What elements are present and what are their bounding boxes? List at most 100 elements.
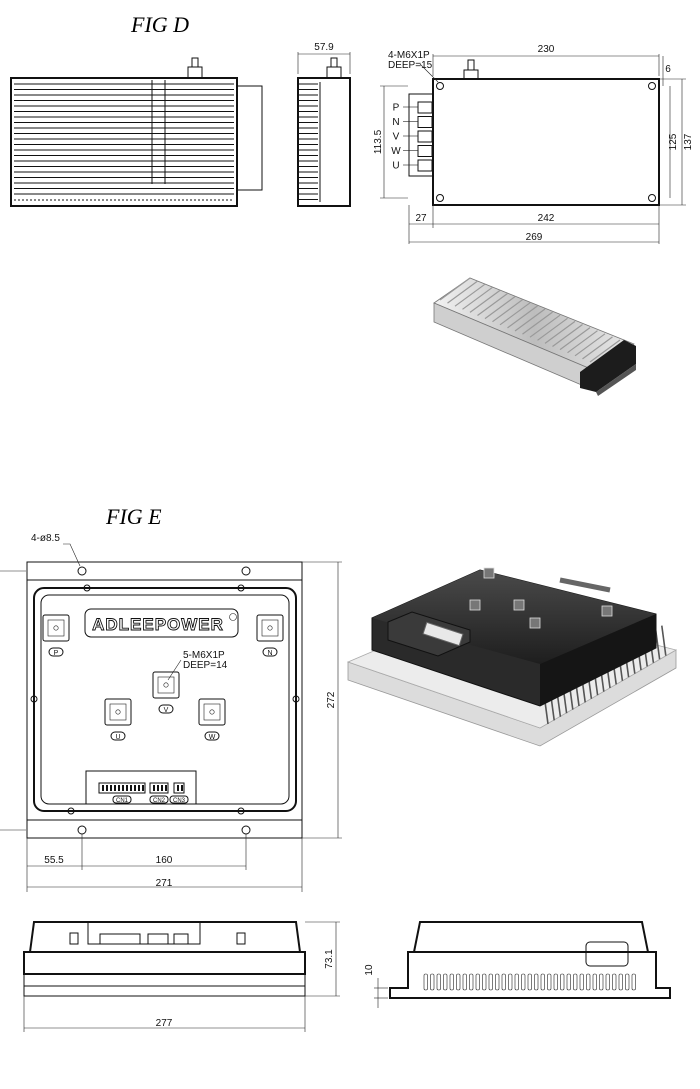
dim-d-top-len: 230 bbox=[538, 44, 555, 55]
fig-d-side-view: 57.9 bbox=[297, 42, 351, 207]
terminal-block bbox=[417, 145, 433, 157]
power-terminal bbox=[104, 698, 132, 726]
dim-d-outer-height: 137 bbox=[683, 133, 694, 150]
mount-hole bbox=[436, 194, 444, 202]
terminal-tag bbox=[110, 731, 126, 741]
heatsink-fin bbox=[430, 973, 435, 991]
terminal-stud bbox=[267, 625, 273, 631]
heatsink-fin bbox=[579, 973, 584, 991]
connector-pin bbox=[153, 785, 155, 791]
heatsink-fin bbox=[567, 330, 598, 354]
dim-d-terminal-span: 113.5 bbox=[373, 129, 384, 154]
heatsink-fin bbox=[447, 280, 478, 304]
heatsink-fin bbox=[514, 308, 546, 332]
terminal-stud bbox=[53, 625, 59, 631]
connector-label: CN2 bbox=[153, 798, 166, 804]
terminal-block bbox=[417, 159, 433, 172]
terminal-stud bbox=[115, 709, 121, 715]
connector-tag bbox=[149, 795, 169, 804]
heatsink-fin bbox=[495, 973, 500, 991]
note-d-holes: 4-M6X1P bbox=[388, 50, 430, 61]
heatsink-fin bbox=[582, 336, 613, 360]
heatsink-fin bbox=[573, 973, 578, 991]
heatsink-fin bbox=[484, 296, 516, 320]
mount-hole bbox=[648, 194, 656, 202]
heatsink-fin bbox=[599, 973, 604, 991]
terminal-tag bbox=[158, 704, 174, 714]
terminal-label: V bbox=[164, 707, 169, 714]
terminal-label: U bbox=[392, 161, 399, 172]
dim-d-side-width: 57.9 bbox=[314, 42, 334, 53]
heatsink-fin bbox=[508, 973, 513, 991]
heatsink-fin bbox=[559, 327, 591, 351]
terminal-stud bbox=[209, 709, 215, 715]
dim-d-overall-len: 269 bbox=[526, 232, 543, 243]
connector-pin bbox=[118, 785, 120, 791]
connector-tag bbox=[112, 795, 132, 804]
fig-e-product-render bbox=[346, 567, 678, 747]
connector-label: CN1 bbox=[116, 798, 129, 804]
connector-pin bbox=[157, 785, 159, 791]
connector-pin bbox=[102, 785, 104, 791]
heatsink-fin bbox=[456, 973, 461, 991]
terminal-block bbox=[417, 130, 433, 143]
heatsink-fin bbox=[423, 973, 428, 991]
connector-pin bbox=[138, 785, 140, 791]
terminal-label: U bbox=[115, 734, 120, 741]
connector-housing bbox=[149, 782, 169, 794]
heatsink-fin bbox=[566, 973, 571, 991]
heatsink-fin bbox=[560, 973, 565, 991]
terminal-label: N bbox=[267, 650, 272, 657]
heatsink-fin bbox=[534, 973, 539, 991]
connector-pin bbox=[110, 785, 112, 791]
mount-hole bbox=[436, 82, 444, 90]
heatsink-fin bbox=[537, 317, 568, 341]
note-e-deep: DEEP=14 bbox=[183, 660, 228, 671]
heatsink-fin bbox=[625, 973, 630, 991]
connector-pin bbox=[142, 785, 144, 791]
terminal-tag bbox=[262, 647, 278, 657]
heatsink-fin bbox=[492, 299, 523, 323]
heatsink-fin bbox=[443, 973, 448, 991]
dim-d-left-offset: 27 bbox=[415, 213, 427, 224]
connector-housing bbox=[98, 782, 146, 794]
heatsink-fin bbox=[522, 311, 553, 335]
power-terminal-inner bbox=[157, 676, 175, 694]
heatsink-fin bbox=[454, 283, 486, 307]
power-terminal bbox=[198, 698, 226, 726]
heatsink-fin bbox=[527, 973, 532, 991]
heatsink-fin bbox=[618, 973, 623, 991]
connector-pin bbox=[106, 785, 108, 791]
connector-pin bbox=[126, 785, 128, 791]
power-terminal bbox=[152, 671, 180, 699]
heatsink-fin bbox=[661, 625, 667, 656]
heatsink-fin bbox=[469, 973, 474, 991]
heatsink-fin bbox=[612, 973, 617, 991]
connector-pin bbox=[161, 785, 163, 791]
dim-e-side-height: 73.1 bbox=[324, 949, 335, 969]
brand-logo: ADLEEPOWER bbox=[92, 615, 224, 634]
heatsink-fin bbox=[586, 973, 591, 991]
connector-tag bbox=[169, 795, 189, 804]
heatsink-fin bbox=[488, 973, 493, 991]
terminal-label: P bbox=[54, 650, 59, 657]
connector-pin bbox=[134, 785, 136, 791]
terminal-stud bbox=[163, 682, 169, 688]
connector-pin bbox=[181, 785, 183, 791]
heatsink-fin bbox=[553, 973, 558, 991]
connector-pin bbox=[165, 785, 167, 791]
heatsink-fin bbox=[439, 277, 471, 301]
dim-e-offset-x: 55.5 bbox=[44, 855, 64, 866]
heatsink-fin bbox=[529, 314, 561, 338]
heatsink-fin bbox=[605, 973, 610, 991]
heatsink-fin bbox=[544, 320, 576, 344]
terminal-label: V bbox=[393, 132, 400, 143]
dim-e-height: 272 bbox=[326, 691, 337, 708]
terminal-label: P bbox=[393, 103, 400, 114]
heatsink-fin bbox=[507, 305, 538, 329]
heatsink-fin bbox=[631, 973, 636, 991]
heatsink-fin bbox=[592, 973, 597, 991]
